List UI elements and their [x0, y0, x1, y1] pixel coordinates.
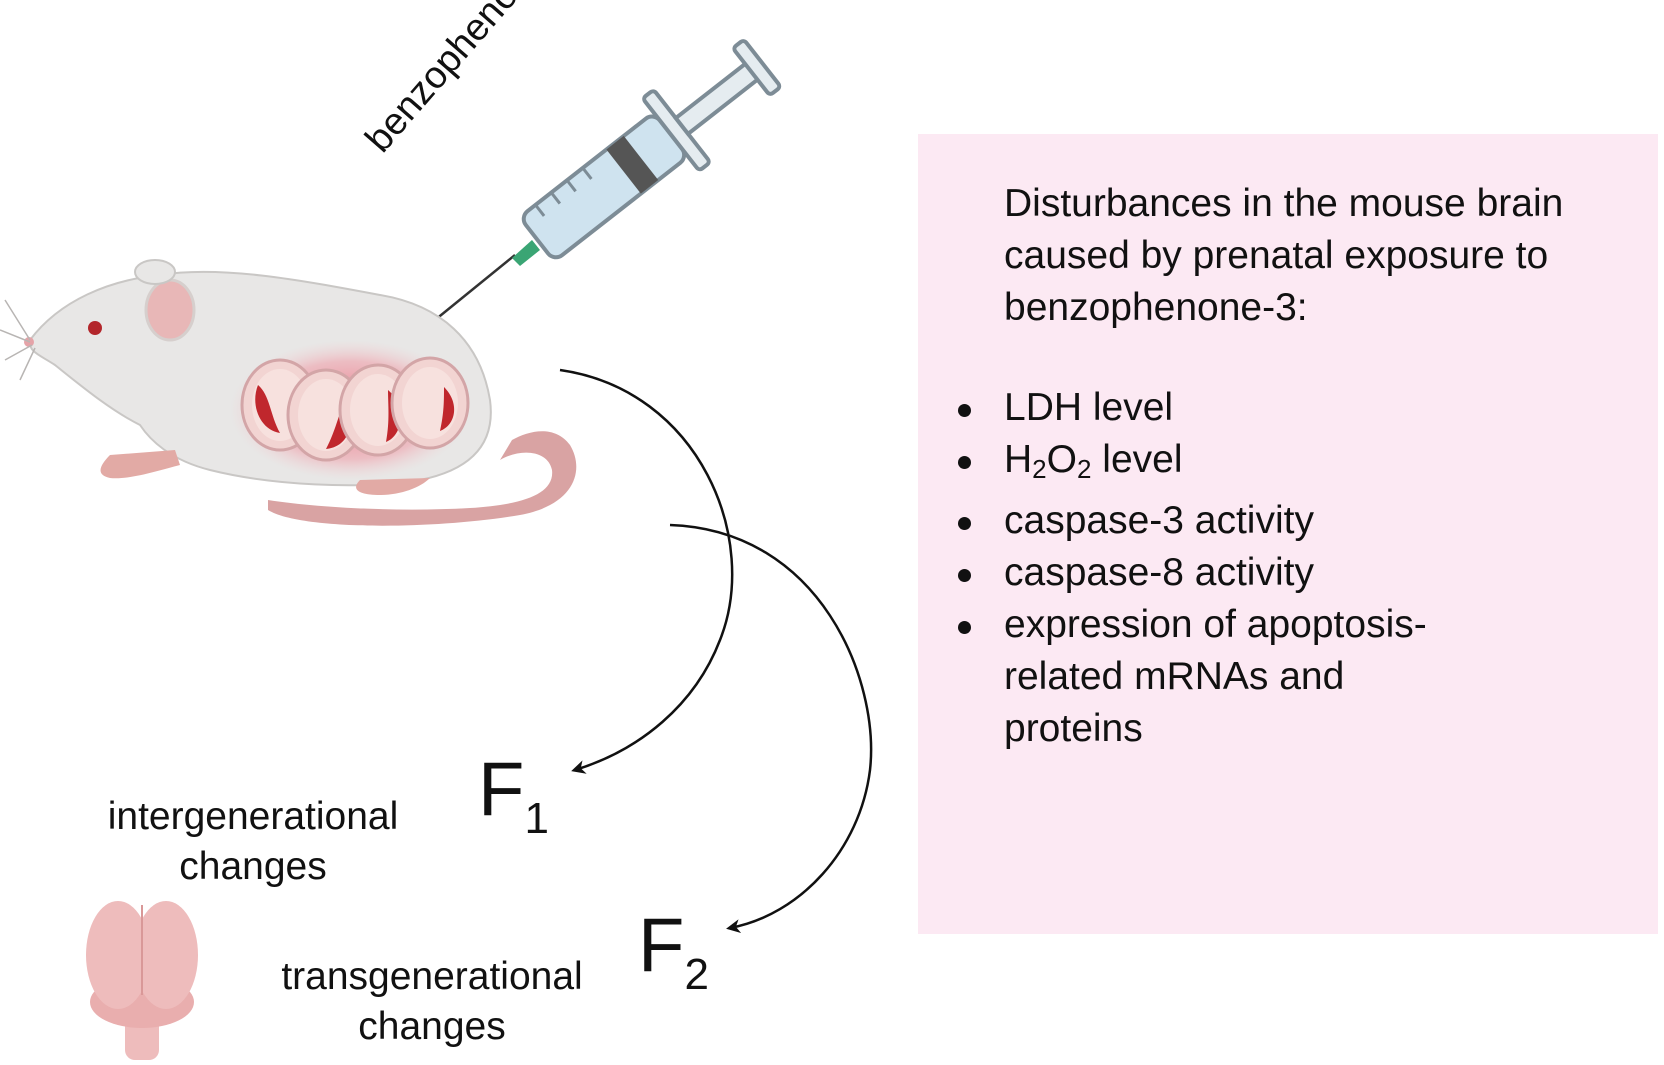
- list-item: caspase-3 activity: [958, 495, 1474, 547]
- list-item: caspase-8 activity: [958, 547, 1474, 599]
- list-item: LDH level: [958, 382, 1474, 434]
- panel-title: Disturbances in the mouse brain caused b…: [1004, 182, 1564, 329]
- intergenerational-label: intergenerational changes: [107, 795, 399, 888]
- brain-icon: [86, 901, 198, 1060]
- list-item: H2O2 level: [958, 434, 1474, 495]
- syringe-icon: [434, 39, 782, 321]
- embryos-icon: [240, 356, 470, 462]
- effects-list: LDH level H2O2 level caspase-3 activity …: [958, 382, 1474, 755]
- f2-label: F2: [638, 903, 709, 1000]
- f1-label: F1: [478, 747, 549, 844]
- arrow-to-f1: [559, 368, 734, 774]
- effects-panel: Disturbances in the mouse brain caused b…: [918, 134, 1658, 934]
- transgenerational-label: transgenerational changes: [281, 955, 583, 1048]
- list-item: expression of apoptosis-related mRNAs an…: [958, 599, 1474, 755]
- arrow-to-f2: [669, 523, 873, 934]
